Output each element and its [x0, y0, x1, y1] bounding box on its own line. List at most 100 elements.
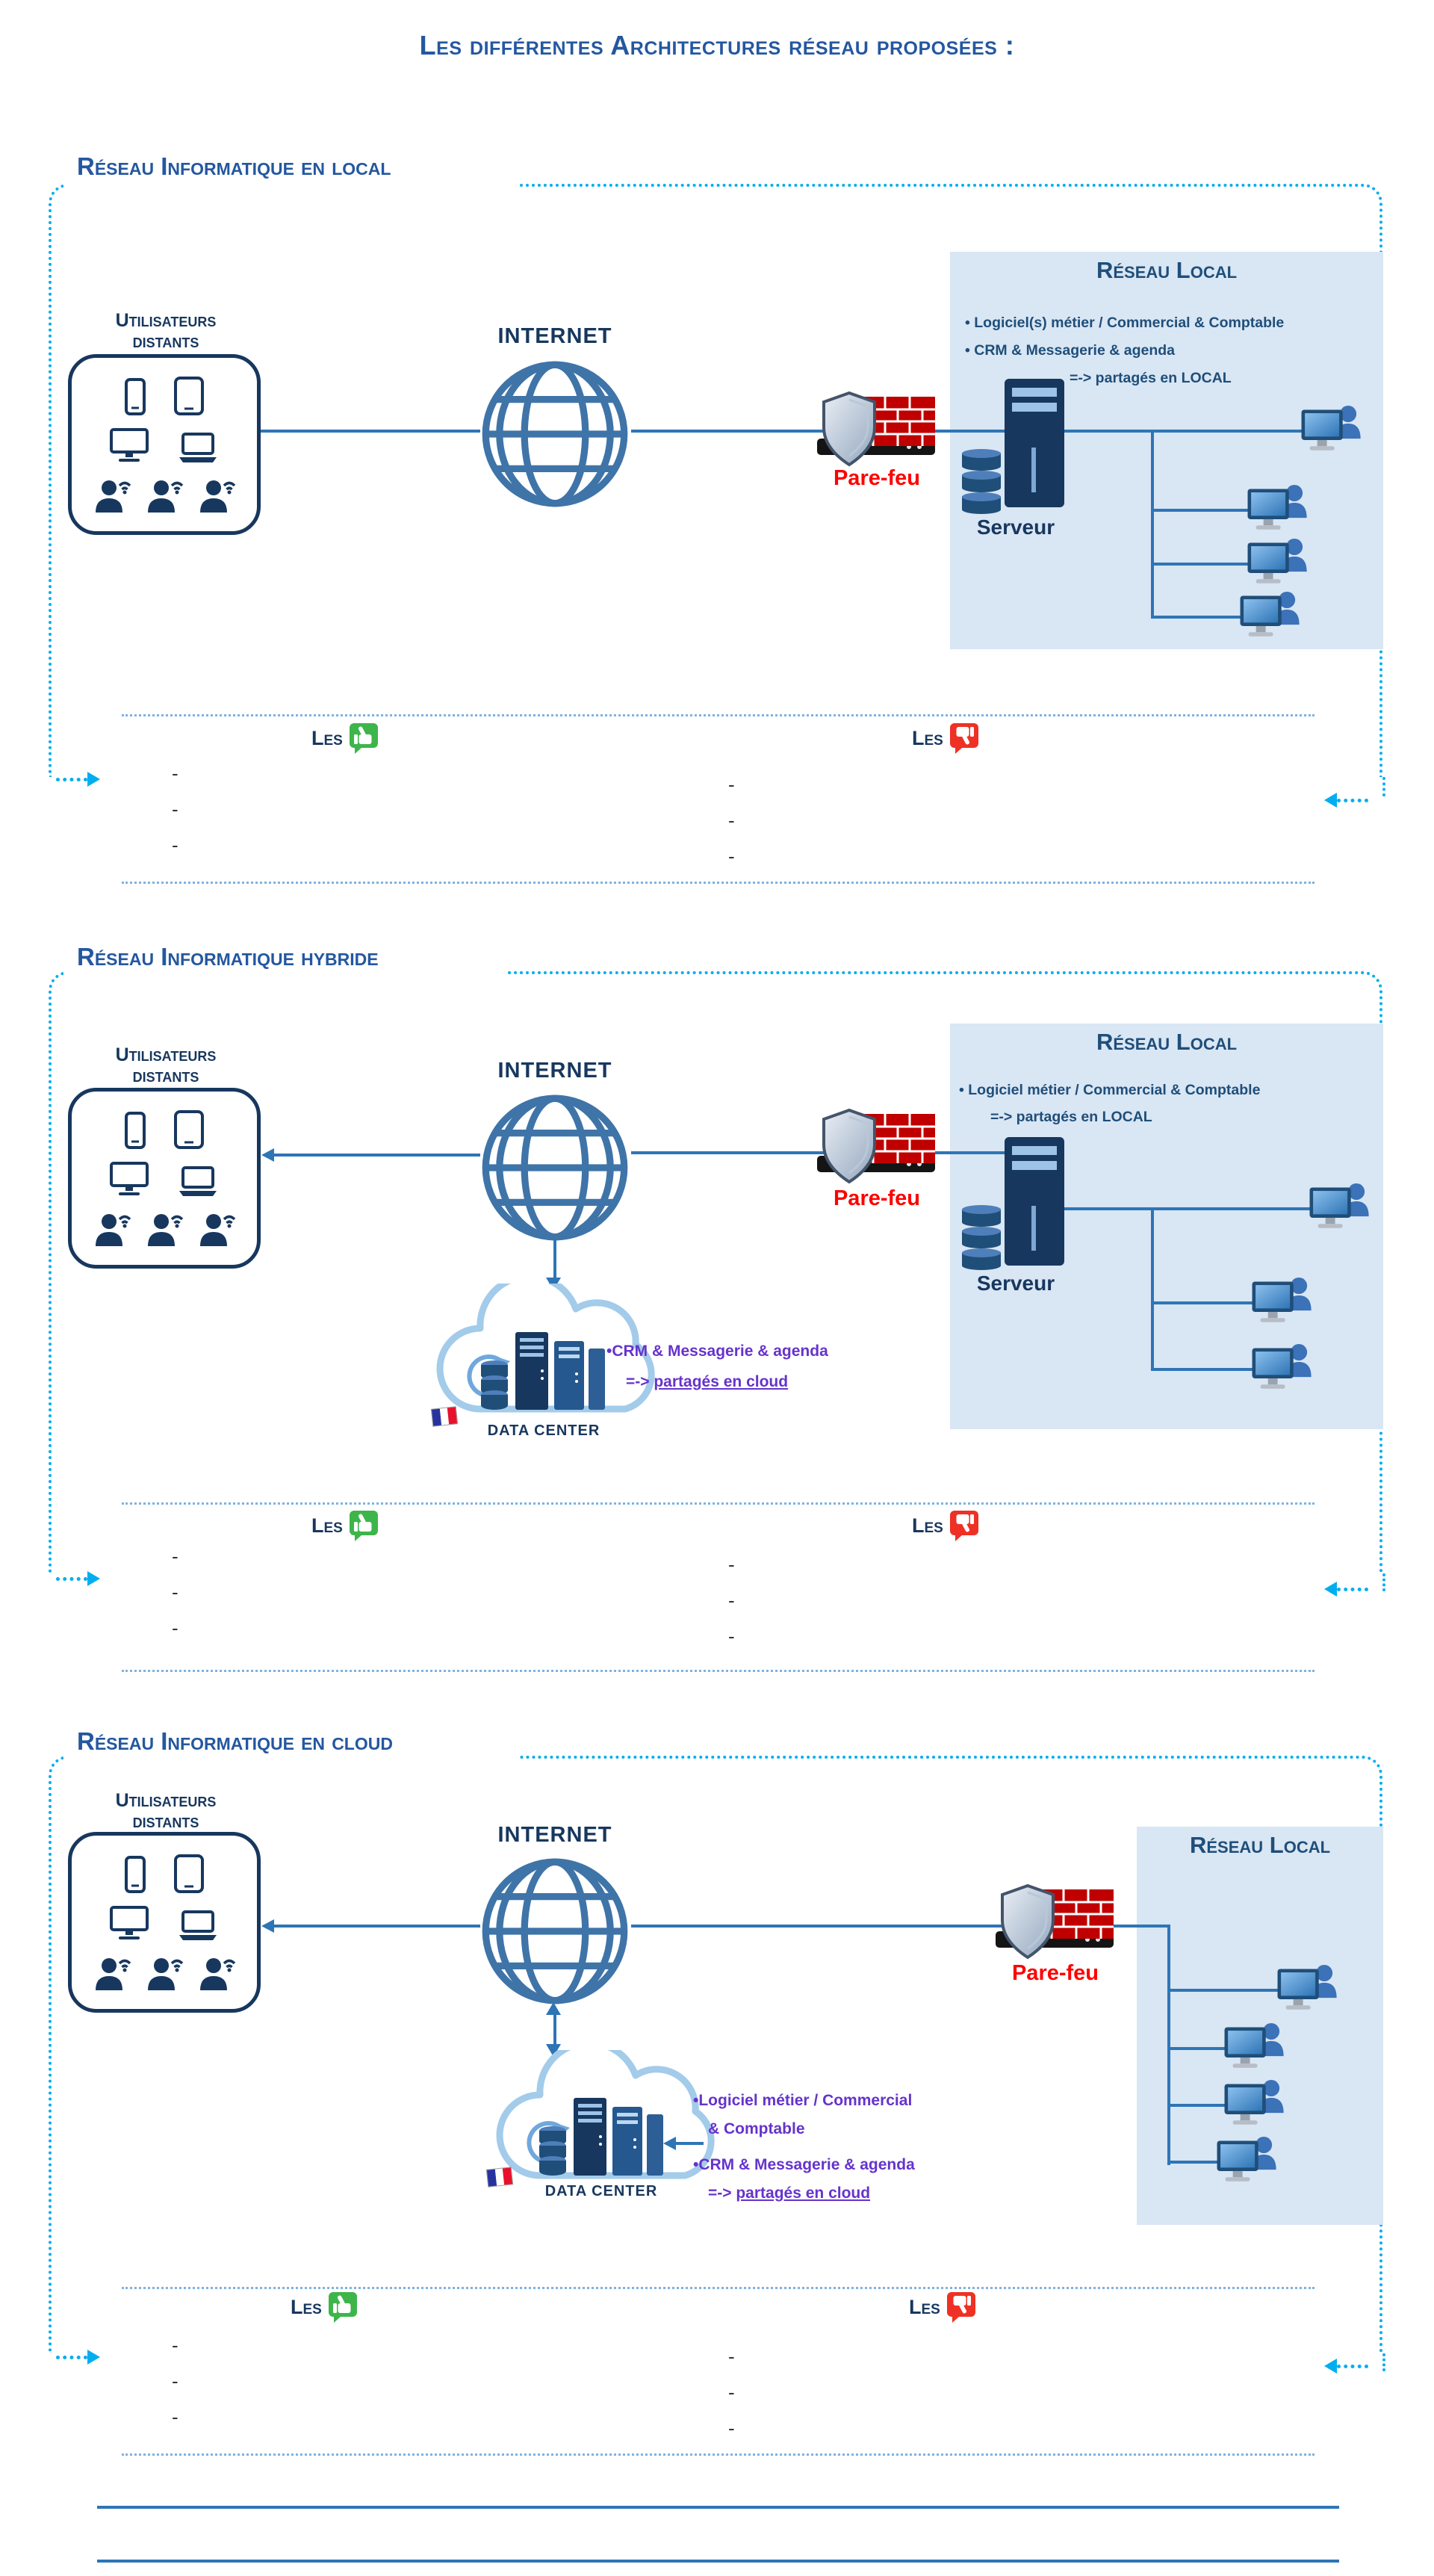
remote-users-box: [68, 354, 261, 535]
connector-line: [1151, 1368, 1255, 1371]
pros-cons-separator: [122, 714, 1314, 716]
workstation-icon: [1247, 484, 1307, 530]
thumbs-up-icon: [349, 1511, 378, 1541]
server-label: Serveur: [976, 1272, 1055, 1295]
local-network-bullet: • Logiciel(s) métier / Commercial & Comp…: [965, 315, 1285, 331]
cloud-bullet: & Comptable: [708, 2120, 805, 2137]
connector-line: [273, 1925, 480, 1928]
connector-line: [553, 2013, 556, 2046]
dotted-arrow-left-icon: [1320, 790, 1372, 810]
cloud-share-link[interactable]: partagés en cloud: [736, 2185, 871, 2202]
section-bottom-separator: [122, 2453, 1314, 2456]
remote-user-icon: [148, 1213, 184, 1246]
section-bottom-separator: [122, 1670, 1314, 1672]
pros-item: -: [172, 1581, 179, 1603]
cons-label: Les: [912, 726, 943, 749]
database-icon: [962, 1205, 1001, 1270]
dotted-arrow-left-icon: [1320, 2356, 1372, 2376]
database-icon: [962, 449, 1001, 514]
desktop-icon: [110, 1906, 149, 1939]
workstation-icon: [1240, 591, 1300, 637]
data-center-label: DATA CENTER: [487, 1422, 600, 1439]
connector-line: [273, 1154, 480, 1157]
connector-line: [1151, 1301, 1255, 1304]
firewall-icon: [817, 1108, 937, 1189]
data-center-icon: [539, 2098, 663, 2176]
remote-user-icon: [148, 480, 184, 513]
cons-item: -: [728, 1589, 735, 1611]
connector-line: [1151, 563, 1253, 566]
footer-rule: [97, 2506, 1339, 2509]
cons-label: Les: [912, 1514, 943, 1537]
cons-label: Les: [909, 2295, 940, 2318]
remote-users-box: [68, 1088, 261, 1269]
cons-header: Les: [912, 722, 979, 754]
local-network-note: =-> partagés en LOCAL: [1070, 370, 1232, 386]
remote-user-icon: [96, 1957, 131, 1990]
shield-icon: [822, 391, 876, 467]
local-network-bullet: • Logiciel métier / Commercial & Comptab…: [959, 1082, 1261, 1098]
cloud-share-link[interactable]: partagés en cloud: [654, 1373, 789, 1390]
internet-globe-icon: [482, 1858, 628, 2004]
pros-header: Les: [311, 1510, 379, 1541]
local-network-bullet: • CRM & Messagerie & agenda: [965, 342, 1175, 359]
connector-line: [631, 430, 1012, 433]
arrowhead-left: [663, 2137, 676, 2150]
firewall-label: Pare-feu: [1011, 1961, 1099, 1985]
connector-line: [1061, 430, 1305, 433]
workstation-icon: [1224, 2022, 1284, 2068]
pros-cons-separator: [122, 2287, 1314, 2289]
firewall-label: Pare-feu: [833, 466, 921, 490]
pros-header: Les: [311, 722, 379, 754]
connector-line: [1167, 2104, 1228, 2107]
connector-line: [1167, 1989, 1279, 1992]
cons-item: -: [728, 1625, 735, 1647]
connector-line: [1167, 1925, 1170, 2165]
cons-item: -: [728, 1553, 735, 1576]
dotted-arrow-right-icon: [52, 1569, 104, 1588]
laptop-icon: [179, 1166, 217, 1196]
thumbs-up-icon: [349, 723, 378, 754]
connector-line: [631, 1925, 1170, 1928]
server-tower-icon: [1005, 1137, 1064, 1266]
connector-line: [1151, 616, 1246, 619]
footer-rule: [97, 2560, 1339, 2563]
cons-item: -: [728, 2345, 735, 2368]
workstation-icon: [1224, 2079, 1284, 2125]
cloud-note: =-> partagés en cloud: [626, 1373, 788, 1391]
data-center-icon: [481, 1332, 605, 1410]
dotted-arrow-right-icon: [52, 770, 104, 789]
cloud-note-prefix: =->: [626, 1373, 654, 1390]
pros-item: -: [172, 2406, 179, 2428]
dotted-arrow-left-icon: [1320, 1579, 1372, 1599]
tablet-icon: [174, 376, 204, 415]
pros-label: Les: [311, 1514, 343, 1537]
workstation-icon: [1309, 1183, 1369, 1228]
section-title-cloud: Réseau Informatique en cloud: [63, 1727, 520, 1763]
local-network-note: =-> partagés en LOCAL: [990, 1109, 1152, 1125]
section-border-ext: [1382, 1573, 1385, 1591]
remote-user-icon: [148, 1957, 184, 1990]
data-center-label: DATA CENTER: [544, 2183, 658, 2199]
pros-item: -: [172, 762, 179, 784]
firewall-icon: [817, 391, 937, 471]
arrowhead-up: [546, 2002, 561, 2015]
workstation-icon: [1247, 538, 1307, 583]
thumbs-down-icon: [946, 2292, 975, 2323]
section-border-ext: [1382, 777, 1385, 796]
french-flag-icon: [485, 2167, 514, 2188]
french-flag-icon: [430, 1406, 459, 1427]
pros-header: Les: [291, 2291, 358, 2323]
internet-globe-icon: [482, 361, 628, 507]
cons-item: -: [728, 845, 735, 867]
server-label: Serveur: [976, 515, 1055, 539]
internet-label: INTERNET: [497, 1823, 612, 1847]
cloud-note-prefix: =->: [708, 2185, 736, 2202]
local-network-title: Réseau Local: [1189, 1832, 1331, 1858]
firewall-label: Pare-feu: [833, 1186, 921, 1210]
cloud-bullet: •CRM & Messagerie & agenda: [606, 1343, 828, 1360]
pros-item: -: [172, 2334, 179, 2356]
smartphone-icon: [125, 1855, 146, 1893]
pros-item: -: [172, 2370, 179, 2392]
